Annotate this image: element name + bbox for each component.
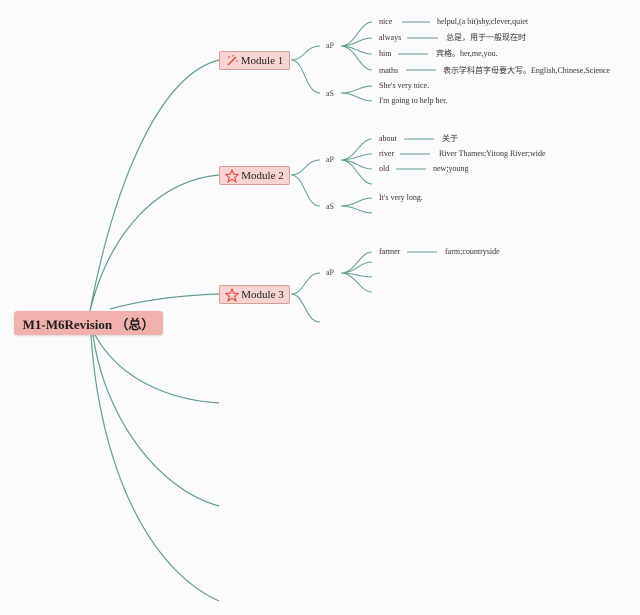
module-2-node[interactable]: Module 2 — [219, 166, 290, 185]
module-1-label: Module 1 — [240, 54, 284, 67]
m1-meaning-him[interactable]: 宾格。her,me,you. — [436, 49, 498, 58]
root-branch-empty-6 — [90, 334, 220, 602]
m2-meaning-about[interactable]: 关于 — [442, 134, 458, 143]
m2-word-about[interactable]: about — [379, 134, 397, 143]
m3-meaning-farmer[interactable]: farm;countryside — [445, 247, 500, 256]
m1-word-maths[interactable]: maths — [379, 66, 399, 75]
root-branch-module-3 — [109, 293, 220, 310]
m1-sentence-1[interactable]: She's very nice. — [379, 81, 430, 90]
m1-meaning-maths[interactable]: 表示学科首字母要大写。English,Chinese,Science — [443, 66, 611, 75]
module-1-group-as[interactable]: aS — [326, 89, 334, 98]
module-3-node[interactable]: Module 3 — [219, 285, 290, 304]
root-branch-module-2 — [89, 174, 220, 312]
m1-meaning-nice[interactable]: helpul,(a bit)shy,clever,quiet — [437, 17, 529, 26]
module-3-label: Module 3 — [241, 288, 284, 301]
m1-word-always[interactable]: always — [379, 33, 402, 42]
root-branch-empty-4 — [94, 334, 220, 404]
wand-icon — [227, 55, 238, 66]
star-icon — [225, 287, 240, 302]
m2-sentence-1[interactable]: It's very long. — [379, 193, 423, 202]
m2-meaning-old[interactable]: new;young — [433, 164, 469, 173]
star-icon — [225, 168, 240, 183]
m2-word-river[interactable]: river — [379, 149, 395, 158]
m1-meaning-always[interactable]: 总是，用于一般现在时 — [446, 33, 526, 42]
m2-word-old[interactable]: old — [379, 164, 390, 173]
module-1-group-ap[interactable]: aP — [326, 41, 334, 50]
root-branch-empty-5 — [92, 334, 220, 507]
module-2-group-as[interactable]: aS — [326, 202, 334, 211]
root-branch-module-1 — [89, 59, 220, 312]
m2-meaning-river[interactable]: River Thames;Yitong River;wide — [439, 149, 546, 158]
root-topic[interactable]: M1-M6Revision （总） — [14, 311, 163, 335]
m1-word-nice[interactable]: nice — [379, 17, 393, 26]
module-1-node[interactable]: Module 1 — [219, 51, 290, 70]
m1-sentence-2[interactable]: I'm going to help her. — [379, 96, 448, 105]
module-3-group-ap[interactable]: aP — [326, 268, 334, 277]
module-2-group-ap[interactable]: aP — [326, 155, 334, 164]
m1-word-him[interactable]: him — [379, 49, 392, 58]
module-2-label: Module 2 — [241, 169, 284, 182]
m3-word-farmer[interactable]: farmer — [379, 247, 401, 256]
